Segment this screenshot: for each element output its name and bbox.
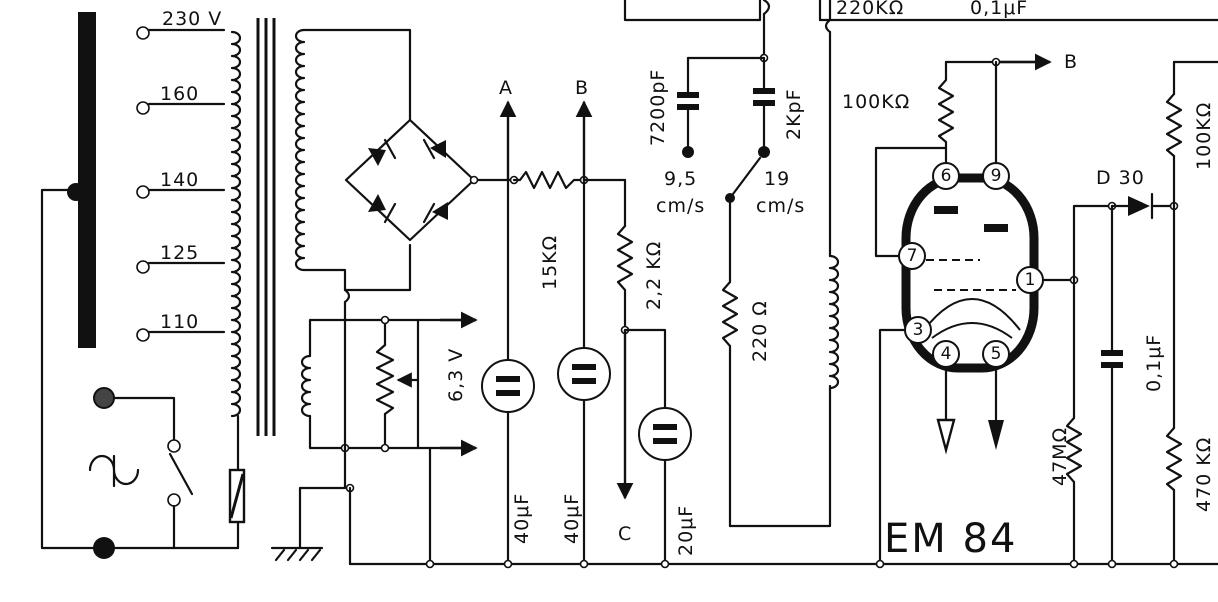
speed-19-unit: cm/s [756, 195, 805, 217]
capacitor-2kpf-label: 2KpF [783, 88, 805, 140]
capacitor-2kpf [753, 88, 775, 106]
heater-potentiometer [375, 318, 420, 450]
resistor-470k-label: 470 KΩ [1193, 437, 1215, 512]
resistor-220k-label: 220KΩ [836, 0, 904, 19]
speed-9-5-value: 9,5 [664, 168, 697, 190]
resistor-470k [1165, 426, 1183, 492]
diode-d30 [1110, 192, 1176, 220]
resistor-2k2 [616, 224, 634, 292]
resistor-15k [512, 170, 586, 190]
resistor-47m [1065, 416, 1083, 484]
resistor-220-ohm-label: 220 Ω [749, 300, 771, 362]
resistor-100k-left-label: 100KΩ [842, 91, 910, 113]
tap-label-140: 140 [160, 169, 199, 191]
tap-label-125: 125 [160, 242, 199, 264]
tube-pin-3: 3 [913, 320, 924, 340]
speed-19-value: 19 [764, 168, 790, 190]
capacitor-40uf-a [481, 359, 535, 413]
bridge-rectifier [344, 118, 476, 242]
tap-label-110: 110 [160, 311, 199, 333]
tube-pin-5: 5 [991, 344, 1002, 364]
tube-pin-1: 1 [1025, 270, 1036, 290]
speed-selector-switch [725, 156, 762, 203]
capacitor-20uf-label: 20μF [675, 505, 697, 556]
resistor-15k-label: 15KΩ [539, 235, 561, 290]
resistor-100k-left [937, 60, 955, 162]
capacitor-01uf-right-label: 0,1μF [1143, 334, 1165, 392]
diode-d30-label: D 30 [1096, 167, 1145, 189]
tap-label-160: 160 [160, 83, 199, 105]
node-b-right-label: B [1064, 51, 1078, 73]
heater-coil [300, 354, 312, 418]
coupling-coil [828, 254, 840, 390]
tube-pin-9: 9 [991, 166, 1002, 186]
resistor-220-ohm [721, 280, 739, 348]
fuse [228, 468, 246, 524]
speed-9-5-unit: cm/s [656, 195, 705, 217]
tube-type-label: EM 84 [884, 516, 1017, 562]
capacitor-40uf-b-label: 40μF [561, 493, 583, 544]
primary-coil [230, 30, 242, 418]
capacitor-20uf [638, 407, 692, 461]
chassis-ground-icon [270, 546, 324, 562]
heater-voltage-label: 6,3 V [445, 348, 467, 402]
resistor-47m-label: 47MΩ [1049, 427, 1071, 486]
resistor-100k-right [1165, 92, 1183, 158]
tap-label-230v: 230 V [162, 8, 222, 30]
capacitor-01uf-right [1101, 350, 1123, 368]
mains-switch-bar [40, 12, 240, 559]
resistor-2k2-label: 2,2 KΩ [643, 241, 665, 310]
mains-plug [88, 387, 194, 550]
node-a-label: A [499, 77, 513, 99]
resistor-100k-right-label: 100KΩ [1193, 102, 1215, 170]
capacitor-7200pf-label: 7200pF [647, 69, 669, 146]
tube-pin-7: 7 [907, 246, 918, 266]
node-c-label: C [618, 523, 632, 545]
tube-pin-6: 6 [941, 166, 952, 186]
capacitor-40uf-a-label: 40μF [511, 493, 533, 544]
transformer-core [256, 18, 276, 436]
tube-pin-4: 4 [941, 344, 952, 364]
capacitor-40uf-b [557, 347, 611, 401]
secondary-hv-coil [294, 28, 306, 272]
capacitor-7200pf [677, 92, 699, 110]
capacitor-01uf-top-label: 0,1μF [970, 0, 1028, 19]
node-b-top-label: B [575, 77, 589, 99]
transformer-taps: 230 V 160 140 125 110 [136, 8, 226, 342]
